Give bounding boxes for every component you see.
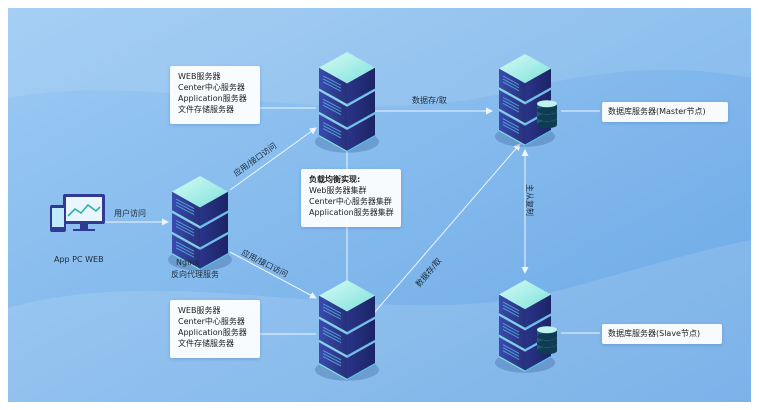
box-line: Center中心服务器集群	[309, 197, 392, 206]
box-line: Application服务器	[178, 328, 247, 337]
box-line: Application服务器集群	[309, 208, 394, 217]
background-wave	[8, 240, 751, 402]
slave-db-label: 数据库服务器(Slave节点)	[608, 329, 701, 338]
top-server-info-box: WEB服务器 Center中心服务器 Application服务器 文件存储服务…	[170, 66, 260, 124]
box-line: Web服务器集群	[309, 186, 367, 195]
nginx-description: 反向代理服务	[171, 270, 219, 279]
edge-nginx-to-top-cluster	[229, 127, 317, 191]
box-line: WEB服务器	[178, 306, 221, 315]
bottom-server-cluster-icon	[315, 280, 379, 381]
load-balance-box: 负载均衡实现: Web服务器集群 Center中心服务器集群 Applicati…	[301, 169, 401, 227]
client-label: App PC WEB	[54, 255, 104, 264]
box-line: Center中心服务器	[178, 317, 245, 326]
edge-nginx-to-bottom-cluster	[229, 251, 317, 299]
master-database-server-icon	[495, 54, 557, 147]
edge-bottom-cluster-to-master	[373, 143, 521, 314]
box-line: Application服务器	[178, 94, 247, 103]
nginx-server-icon	[168, 176, 232, 271]
box-line: 文件存储服务器	[178, 105, 234, 114]
master-db-label: 数据库服务器(Master节点)	[608, 107, 706, 116]
client-device-icon	[50, 194, 105, 232]
top-server-cluster-icon	[315, 52, 379, 153]
edge-label-data-rw-top: 数据存/取	[412, 96, 447, 105]
nginx-label: Nginx	[176, 258, 200, 267]
edge-label-master-slave: 主从复制	[525, 184, 534, 216]
load-balance-heading: 负载均衡实现:	[309, 175, 361, 184]
box-line: WEB服务器	[178, 72, 221, 81]
box-line: 文件存储服务器	[178, 339, 234, 348]
architecture-diagram: WEB服务器 Center中心服务器 Application服务器 文件存储服务…	[8, 8, 751, 402]
master-db-label-box: 数据库服务器(Master节点)	[602, 102, 728, 122]
slave-database-server-icon	[495, 280, 557, 373]
slave-db-label-box: 数据库服务器(Slave节点)	[602, 324, 722, 344]
edge-label-user-access: 用户访问	[114, 209, 146, 218]
box-line: Center中心服务器	[178, 83, 245, 92]
bottom-server-info-box: WEB服务器 Center中心服务器 Application服务器 文件存储服务…	[170, 300, 260, 358]
